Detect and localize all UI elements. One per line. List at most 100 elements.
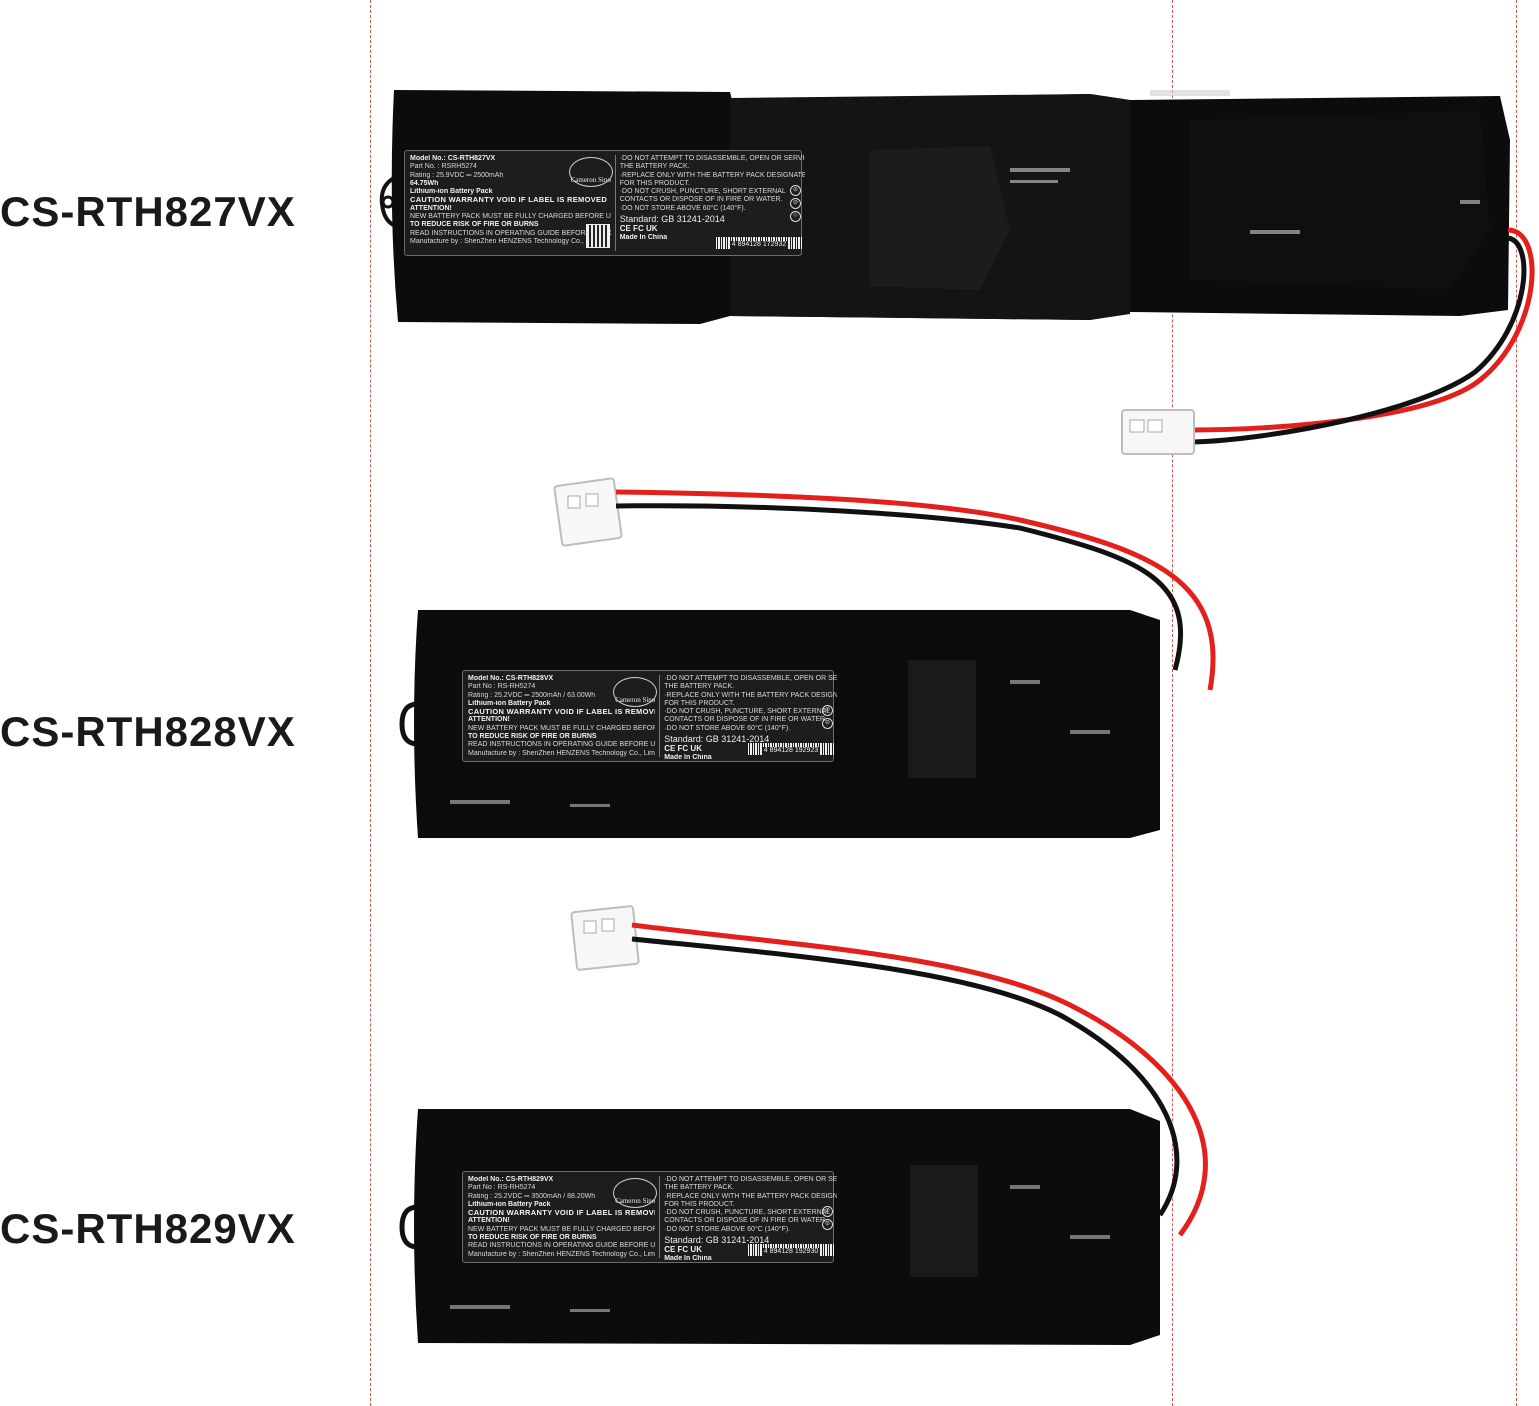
label-manufacturer: Manufacture by : ShenZhen HENZENS Techno…	[468, 749, 656, 757]
label-attention-line1: NEW BATTERY PACK MUST BE FULLY CHARGED B…	[468, 724, 656, 732]
warning-line4: ·DO NOT STORE ABOVE 60°C (140°F).	[619, 204, 746, 212]
warning-line1: ·DO NOT ATTEMPT TO DISASSEMBLE, OPEN OR …	[619, 155, 805, 162]
label-rating: Rating : 25.2VDC ═ 2500mAh / 63.00Wh	[468, 691, 596, 699]
label-attention-line1: NEW BATTERY PACK MUST BE FULLY CHARGED B…	[410, 213, 611, 221]
warning-line2: ·REPLACE ONLY WITH THE BATTERY PACK DESI…	[664, 1192, 837, 1200]
warning-symbols: ⊘ ⊘	[821, 705, 833, 729]
no-fire-icon: ⊘	[821, 1206, 833, 1217]
warning-line3: ·DO NOT CRUSH, PUNCTURE, SHORT EXTERNAL	[664, 708, 831, 716]
label-attention-line2: TO REDUCE RISK OF FIRE OR BURNS	[410, 221, 539, 229]
barcode-number: 4 894128 192923	[761, 747, 821, 755]
warning-line2: ·REPLACE ONLY WITH THE BATTERY PACK DESI…	[619, 171, 805, 179]
spec-label-right-column: ·DO NOT ATTEMPT TO DISASSEMBLE, OPEN OR …	[660, 675, 837, 761]
model-title-rth827vx: CS-RTH827VX	[0, 188, 296, 235]
label-attention: ATTENTION!	[468, 716, 510, 724]
warning-line1b: THE BATTERY PACK.	[664, 683, 735, 691]
battery-pack-rth829vx-graphic	[399, 905, 1208, 1345]
label-attention: ATTENTION!	[468, 1217, 510, 1225]
spec-label-rth827vx: Model No.: CS-RTH827VX Part No. : RSRH52…	[404, 150, 805, 256]
label-part: Part No : RS-RH5274	[468, 1184, 536, 1192]
label-model: Model No.: CS-RTH828VX	[468, 675, 554, 682]
guide-line-left	[370, 0, 371, 1406]
warning-line1b: THE BATTERY PACK.	[664, 1184, 735, 1192]
guide-line-right	[1516, 0, 1517, 1406]
warning-line3: ·DO NOT CRUSH, PUNCTURE, SHORT EXTERNAL	[664, 1209, 831, 1217]
label-type: Lithium-ion Battery Pack	[468, 699, 551, 707]
label-attention-line3: READ INSTRUCTIONS IN OPERATING GUIDE BEF…	[410, 229, 611, 237]
recycle-icon: ♲	[789, 211, 801, 222]
warning-line2: ·REPLACE ONLY WITH THE BATTERY PACK DESI…	[664, 691, 837, 699]
label-model: Model No.: CS-RTH827VX	[410, 155, 496, 162]
barcode-number: 4 894128 192930	[761, 1248, 821, 1256]
label-part: Part No : RS-RH5274	[468, 683, 536, 691]
warning-line2b: FOR THIS PRODUCT.	[664, 699, 735, 707]
label-attention-line2: TO REDUCE RISK OF FIRE OR BURNS	[468, 1234, 597, 1242]
warning-line1b: THE BATTERY PACK.	[619, 163, 690, 171]
label-type: Lithium-ion Battery Pack	[468, 1200, 551, 1208]
certification-marks: CE FC UK	[619, 225, 658, 234]
no-disassemble-icon: ⊘	[789, 198, 801, 209]
spec-label-right-column: ·DO NOT ATTEMPT TO DISASSEMBLE, OPEN OR …	[660, 1176, 837, 1262]
label-made-in: Made In China	[619, 233, 668, 241]
no-disassemble-icon: ⊘	[821, 718, 833, 729]
battery-pack-rth828vx-graphic	[399, 477, 1216, 838]
label-standard: Standard: GB 31241-2014	[664, 735, 770, 744]
warning-symbols: ⊘ ⊘	[821, 1206, 833, 1230]
guide-line-middle	[1172, 0, 1173, 1406]
barcode-number: 4 894128 172932	[729, 241, 789, 249]
label-manufacturer: Manufacture by : ShenZhen HENZENS Techno…	[468, 1250, 656, 1258]
label-type: Lithium-ion Battery Pack	[410, 188, 493, 196]
spec-label-rth828vx: Model No.: CS-RTH828VX Part No : RS-RH52…	[462, 670, 837, 762]
label-attention-line2: TO REDUCE RISK OF FIRE OR BURNS	[468, 733, 597, 741]
label-model: Model No.: CS-RTH829VX	[468, 1176, 554, 1183]
spec-label-left-column: Model No.: CS-RTH828VX Part No : RS-RH52…	[468, 675, 661, 757]
label-caution: CAUTION WARRANTY VOID IF LABEL IS REMOVE…	[468, 1209, 656, 1218]
label-attention: ATTENTION!	[410, 204, 452, 212]
battery-pack-rth829vx: Model No.: CS-RTH829VX Part No : RS-RH52…	[370, 895, 1230, 1375]
battery-pack-rth827vx-graphic	[379, 90, 1535, 455]
cameron-sino-logo: Cameron Sino	[613, 1178, 658, 1208]
warning-line3b: CONTACTS OR DISPOSE OF IN FIRE OR WATER.	[664, 716, 828, 724]
model-title-rth828vx: CS-RTH828VX	[0, 708, 296, 755]
warning-line1: ·DO NOT ATTEMPT TO DISASSEMBLE, OPEN OR …	[664, 1176, 837, 1183]
label-attention-line1: NEW BATTERY PACK MUST BE FULLY CHARGED B…	[468, 1225, 656, 1233]
warning-symbols: ⊘ ⊘ ♲	[789, 185, 801, 222]
warning-line2b: FOR THIS PRODUCT.	[619, 179, 690, 187]
label-attention-line3: READ INSTRUCTIONS IN OPERATING GUIDE BEF…	[468, 1242, 656, 1250]
label-manufacturer: Manufacture by : ShenZhen HENZENS Techno…	[410, 237, 609, 245]
spec-label-left-column: Model No.: CS-RTH829VX Part No : RS-RH52…	[468, 1176, 661, 1258]
warning-line4: ·DO NOT STORE ABOVE 60°C (140°F).	[664, 724, 791, 732]
label-standard: Standard: GB 31241-2014	[619, 215, 725, 224]
label-caution: CAUTION WARRANTY VOID IF LABEL IS REMOVE…	[410, 196, 608, 205]
warning-line3b: CONTACTS OR DISPOSE OF IN FIRE OR WATER.	[619, 196, 783, 204]
cameron-sino-logo: Cameron Sino	[568, 157, 613, 187]
no-disassemble-icon: ⊘	[821, 1219, 833, 1230]
certification-marks: CE FC UK	[664, 745, 702, 754]
label-made-in: Made In China	[664, 1254, 712, 1262]
label-attention-line3: READ INSTRUCTIONS IN OPERATING GUIDE BEF…	[468, 741, 656, 749]
warning-line2b: FOR THIS PRODUCT.	[664, 1200, 735, 1208]
warning-line4: ·DO NOT STORE ABOVE 60°C (140°F).	[664, 1225, 791, 1233]
warning-line3b: CONTACTS OR DISPOSE OF IN FIRE OR WATER.	[664, 1217, 828, 1225]
label-rating: Rating : 25.9VDC ═ 2500mAh	[410, 171, 504, 179]
battery-pack-rth827vx: Model No.: CS-RTH827VX Part No. : RSRH52…	[370, 80, 1539, 470]
certification-marks: CE FC UK	[664, 1246, 702, 1255]
barcode-icon: 4 894128 192923	[747, 743, 834, 755]
barcode-icon: 4 894128 192930	[747, 1244, 834, 1256]
qr-code-icon	[585, 224, 610, 248]
battery-pack-rth828vx: Model No.: CS-RTH828VX Part No : RS-RH52…	[370, 470, 1230, 850]
barcode-icon: 4 894128 172932	[715, 237, 802, 249]
cameron-sino-logo: Cameron Sino	[613, 677, 658, 707]
spec-label-rth829vx: Model No.: CS-RTH829VX Part No : RS-RH52…	[462, 1171, 837, 1263]
label-part: Part No. : RSRH5274	[410, 163, 477, 171]
spec-label-right-column: ·DO NOT ATTEMPT TO DISASSEMBLE, OPEN OR …	[616, 155, 805, 251]
label-rating: Rating : 25.2VDC ═ 3500mAh / 88.20Wh	[468, 1192, 596, 1200]
label-energy: 64.75Wh	[410, 179, 439, 187]
label-standard: Standard: GB 31241-2014	[664, 1236, 770, 1245]
model-title-rth829vx: CS-RTH829VX	[0, 1205, 296, 1252]
label-caution: CAUTION WARRANTY VOID IF LABEL IS REMOVE…	[468, 708, 656, 717]
label-made-in: Made In China	[664, 753, 712, 761]
spec-label-left-column: Model No.: CS-RTH827VX Part No. : RSRH52…	[410, 155, 616, 251]
no-fire-icon: ⊘	[789, 185, 801, 196]
no-fire-icon: ⊘	[821, 705, 833, 716]
